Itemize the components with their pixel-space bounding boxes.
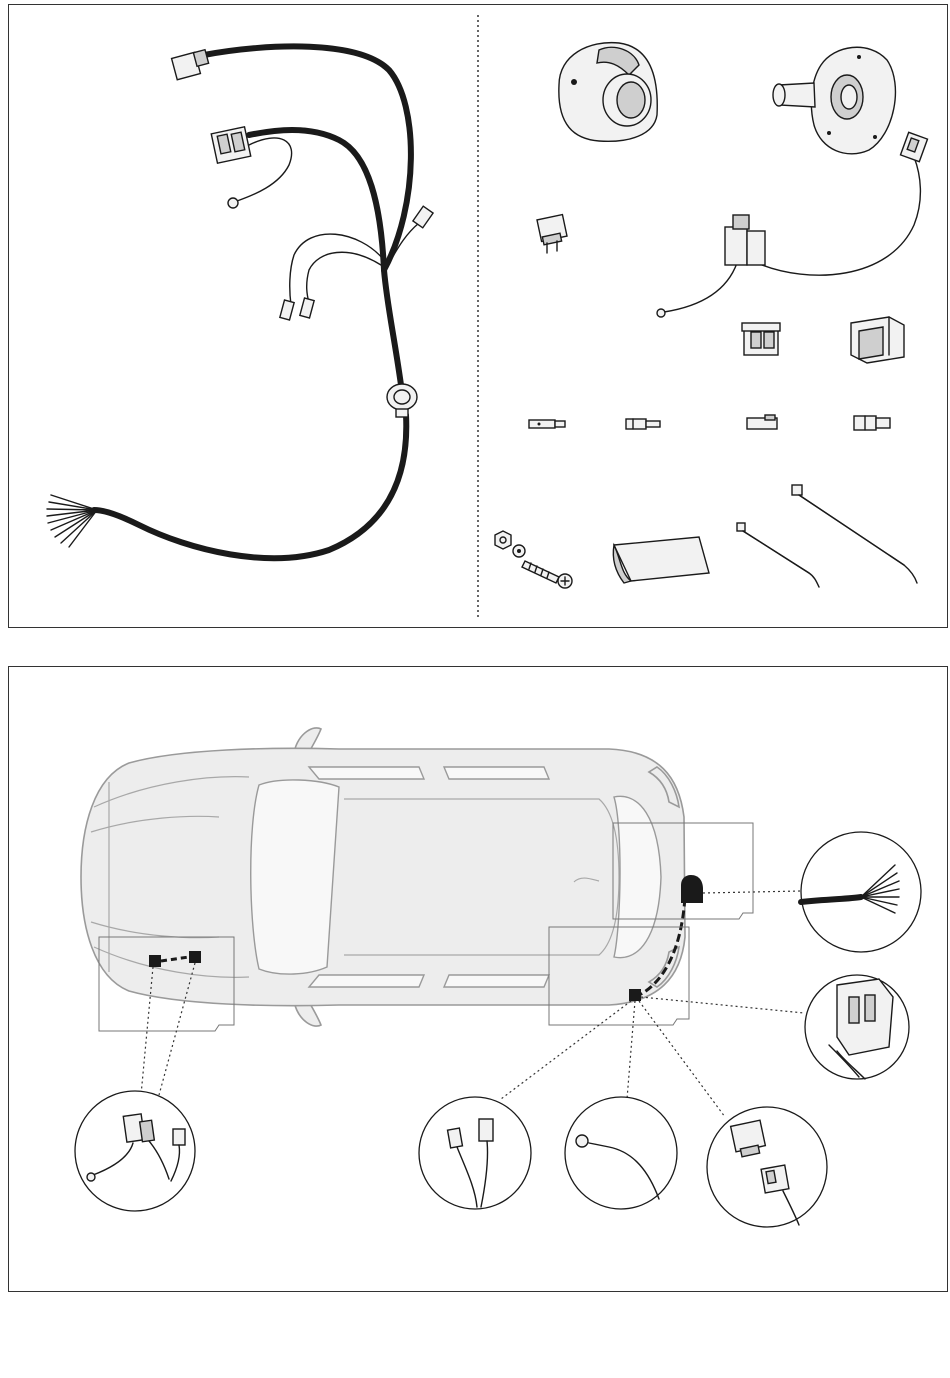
windshield <box>251 780 339 974</box>
car-body <box>81 748 685 1005</box>
harness-two-plugs <box>280 298 314 320</box>
spade-terminal <box>529 420 565 428</box>
bullet-terminal <box>626 419 660 429</box>
main-wiring-harness <box>47 46 419 558</box>
adhesive-sealing-pad <box>613 537 709 583</box>
harness-small-plug <box>413 206 433 228</box>
harness-connector-top <box>172 50 209 80</box>
bolt-nut-washer-set <box>495 531 572 588</box>
side-window-left-rear <box>444 767 549 779</box>
cable-tie-short <box>737 523 819 587</box>
harness-grommet <box>387 384 417 417</box>
connector-housing-large <box>851 317 904 363</box>
vehicle-top-view <box>81 728 685 1026</box>
kit-contents-drawing <box>9 5 947 627</box>
relay-connector-lead <box>657 132 928 317</box>
callout-wire-ends <box>801 832 921 952</box>
rear-junction-marker <box>629 989 641 1001</box>
connector-clip <box>747 415 777 429</box>
harness-ring-terminal <box>228 198 238 208</box>
socket-mounting-plate <box>773 47 895 154</box>
callout-relay-ring-terminal <box>75 1091 195 1211</box>
socket-mount-marker <box>681 875 703 903</box>
connector-housing-small <box>742 323 780 355</box>
installation-drawing <box>9 667 947 1291</box>
side-window-left-front <box>309 767 424 779</box>
front-junction-marker-left <box>149 955 161 967</box>
harness-connector-multipin <box>211 127 250 163</box>
relay <box>537 215 567 253</box>
kit-contents-panel <box>8 4 948 628</box>
callout-multi-pin-connector <box>805 975 909 1079</box>
trailer-socket-13-pin <box>559 43 657 142</box>
front-junction-marker-right <box>189 951 201 963</box>
callout-relay-connector <box>707 1107 827 1227</box>
installation-panel <box>8 666 948 1292</box>
side-window-right-front <box>309 975 424 987</box>
side-window-right-rear <box>444 975 549 987</box>
callout-ground-ring-terminal <box>565 1097 677 1209</box>
two-pin-plug <box>854 416 890 430</box>
callout-two-pin-plugs <box>419 1097 531 1209</box>
cable-tie-long <box>792 485 917 583</box>
